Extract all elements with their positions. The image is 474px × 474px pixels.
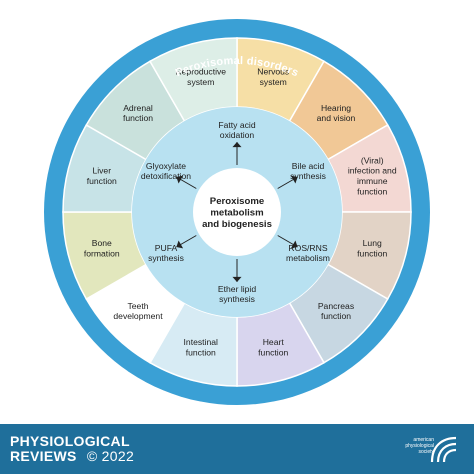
function-label-fatty-acid-oxidation-line: oxidation bbox=[220, 130, 255, 140]
function-label-ros-rns-metabolism-line: ROS/RNS bbox=[288, 243, 327, 253]
function-label-ether-lipid-synthesis-line: Ether lipid bbox=[218, 284, 256, 294]
disorder-label-pancreas-function-line: Pancreas bbox=[318, 301, 354, 311]
arrowhead-glyoxylate-detoxification bbox=[176, 175, 184, 184]
function-label-pufa-synthesis-line: synthesis bbox=[148, 253, 184, 263]
disorder-label-nervous-system-line: Nervous bbox=[257, 67, 289, 77]
journal-title: PHYSIOLOGICAL REVIEWS © 2022 bbox=[10, 434, 134, 464]
function-label-glyoxylate-detoxification-line: Glyoxylate bbox=[146, 161, 186, 171]
center-label-line: metabolism bbox=[210, 207, 263, 218]
disorder-label-bone-formation-line: Bone bbox=[92, 238, 112, 248]
copyright-year: © 2022 bbox=[86, 448, 135, 464]
disorder-label-nervous-system-line: system bbox=[260, 77, 287, 87]
disorder-sectors bbox=[62, 37, 412, 387]
function-label-bile-acid-synthesis-line: Bile acid bbox=[292, 161, 325, 171]
function-label-ros-rns-metabolism-line: metabolism bbox=[286, 253, 330, 263]
disorder-label-viral-infection-and-immune-function-line: (Viral) bbox=[361, 155, 384, 165]
disorder-label-intestinal-function-line: function bbox=[186, 347, 216, 357]
publisher-name: american physiological society bbox=[405, 437, 434, 455]
disorder-label-lung-function-line: Lung bbox=[363, 238, 382, 248]
center-label-line: Peroxisome bbox=[210, 196, 264, 207]
disorder-label-viral-infection-and-immune-function-line: infection and bbox=[348, 166, 397, 176]
disorder-label-lung-function-line: function bbox=[357, 248, 387, 258]
disorder-label-pancreas-function-line: function bbox=[321, 311, 351, 321]
function-arrows bbox=[176, 142, 298, 282]
arrowhead-ros-rns-metabolism bbox=[290, 240, 298, 249]
disorder-label-teeth-development-line: Teeth bbox=[127, 301, 148, 311]
journal-name-line2: REVIEWS bbox=[10, 448, 77, 464]
disorder-label-heart-function-line: function bbox=[258, 347, 288, 357]
disorder-label-liver-function-line: function bbox=[87, 176, 117, 186]
disorder-label-intestinal-function-line: Intestinal bbox=[184, 337, 218, 347]
center-circle bbox=[193, 168, 281, 256]
function-label-fatty-acid-oxidation-line: Fatty acid bbox=[218, 120, 255, 130]
disorder-label-reproductive-system-line: system bbox=[187, 77, 214, 87]
disorder-label-adrenal-function-line: Adrenal bbox=[123, 103, 153, 113]
function-label-ether-lipid-synthesis-line: synthesis bbox=[219, 294, 255, 304]
arrowhead-fatty-acid-oxidation bbox=[232, 142, 242, 148]
disorder-label-teeth-development-line: development bbox=[113, 311, 163, 321]
arrowhead-bile-acid-synthesis bbox=[290, 175, 298, 184]
center-label-line: and biogenesis bbox=[202, 219, 272, 230]
disorder-label-heart-function-line: Heart bbox=[263, 337, 285, 347]
journal-name-line1: PHYSIOLOGICAL bbox=[10, 433, 130, 449]
disorder-label-adrenal-function-line: function bbox=[123, 113, 153, 123]
disorder-label-reproductive-system-line: Reproductive bbox=[175, 67, 226, 77]
disorder-label-hearing-and-vision-line: and vision bbox=[317, 113, 356, 123]
function-label-pufa-synthesis-line: PUFA bbox=[155, 243, 178, 253]
disorder-label-viral-infection-and-immune-function-line: function bbox=[357, 186, 387, 196]
disorder-label-hearing-and-vision-line: Hearing bbox=[321, 103, 351, 113]
disorder-label-liver-function-line: Liver bbox=[92, 166, 111, 176]
journal-footer: PHYSIOLOGICAL REVIEWS © 2022 bbox=[0, 424, 474, 474]
aps-logo-icon bbox=[430, 436, 457, 463]
disorder-label-viral-infection-and-immune-function-line: immune bbox=[357, 176, 388, 186]
function-label-glyoxylate-detoxification-line: detoxification bbox=[141, 171, 191, 181]
disorder-label-bone-formation-line: formation bbox=[84, 248, 120, 258]
function-label-bile-acid-synthesis-line: synthesis bbox=[290, 171, 326, 181]
arrowhead-pufa-synthesis bbox=[176, 240, 184, 249]
arrowhead-ether-lipid-synthesis bbox=[232, 276, 242, 282]
